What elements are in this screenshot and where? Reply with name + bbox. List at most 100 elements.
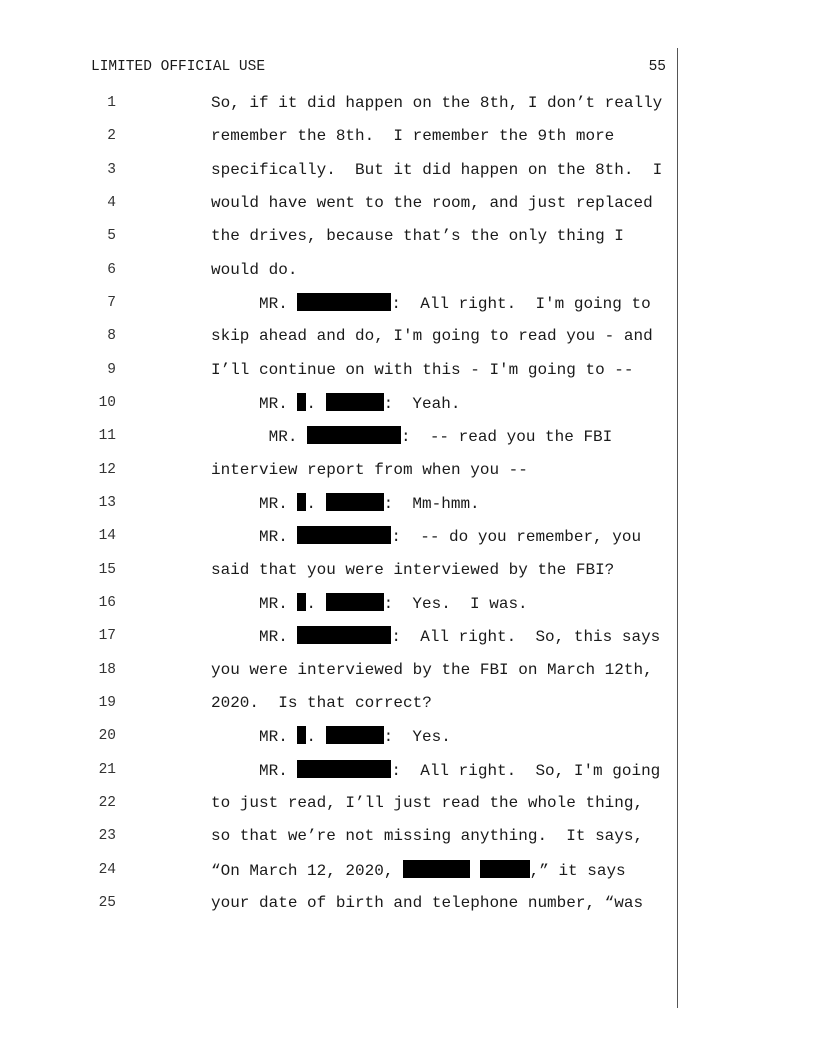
line-text: remember the 8th. I remember the 9th mor… — [211, 126, 614, 146]
text-segment: you were interviewed by the FBI on March… — [211, 660, 653, 679]
redaction-box — [297, 726, 307, 745]
line-text: would do. — [211, 260, 297, 280]
text-segment: MR. — [211, 494, 298, 513]
line-number: 3 — [107, 161, 116, 178]
line-text: specifically. But it did happen on the 8… — [211, 160, 662, 180]
text-segment: . — [306, 394, 326, 413]
redaction-box — [297, 492, 307, 511]
line-number: 11 — [98, 428, 116, 445]
line-text: 2020. Is that correct? — [211, 693, 432, 713]
line-text: would have went to the room, and just re… — [211, 193, 653, 213]
text-segment: : Yeah. — [383, 394, 461, 413]
line-number: 12 — [98, 461, 116, 478]
line-text: So, if it did happen on the 8th, I don’t… — [211, 93, 662, 113]
line-text: you were interviewed by the FBI on March… — [211, 660, 653, 680]
text-segment: : All right. So, this says — [391, 628, 661, 647]
text-segment: 2020. Is that correct? — [211, 693, 432, 712]
line-text: so that we’re not missing anything. It s… — [211, 826, 643, 846]
text-segment: your date of birth and telephone number,… — [211, 893, 644, 912]
line-text: MR. : All right. I'm going to — [211, 292, 651, 314]
line-number: 1 — [107, 95, 116, 111]
line-number: 4 — [107, 194, 116, 211]
line-text: your date of birth and telephone number,… — [211, 893, 643, 913]
text-segment: : Yes. I was. — [383, 594, 528, 613]
redaction-box — [325, 392, 384, 411]
text-segment: “On March 12, 2020, — [211, 861, 404, 880]
text-segment: said that you were interviewed by the FB… — [211, 560, 615, 579]
text-segment: so that we’re not missing anything. It s… — [211, 827, 644, 846]
text-segment: MR. — [211, 428, 308, 447]
header-classification: LIMITED OFFICIAL USE — [91, 59, 266, 75]
line-number: 2 — [107, 128, 116, 145]
text-segment: I’ll continue on with this - I'm going t… — [211, 360, 634, 379]
text-segment: MR. — [211, 294, 298, 313]
line-text: said that you were interviewed by the FB… — [211, 560, 614, 580]
text-segment: : Yes. — [383, 728, 451, 747]
margin-rule — [677, 48, 678, 1008]
line-text: MR. . : Mm-hmm. — [211, 492, 480, 514]
line-number: 19 — [98, 694, 116, 711]
text-segment: : Mm-hmm. — [383, 494, 480, 513]
page-number: 55 — [648, 59, 666, 75]
line-number: 17 — [98, 628, 116, 645]
line-number: 25 — [98, 894, 116, 911]
line-number: 15 — [98, 561, 116, 578]
text-segment: . — [306, 494, 326, 513]
text-segment: remember the 8th. I remember the 9th mor… — [211, 127, 615, 146]
text-segment: : All right. So, I'm going — [391, 761, 661, 780]
line-text: MR. . : Yes. I was. — [211, 592, 528, 614]
text-segment: specifically. But it did happen on the 8… — [211, 160, 663, 179]
text-segment: interview report from when you -- — [211, 460, 528, 479]
line-text: interview report from when you -- — [211, 460, 528, 480]
text-segment: skip ahead and do, I'm going to read you… — [211, 327, 653, 346]
text-segment: So, if it did happen on the 8th, I don’t… — [211, 94, 663, 112]
line-number: 6 — [107, 261, 116, 278]
text-segment: ,” it says — [529, 861, 626, 880]
line-number: 20 — [98, 728, 116, 745]
line-number: 21 — [98, 761, 116, 778]
redaction-box — [297, 392, 307, 411]
line-number: 13 — [98, 494, 116, 511]
line-text: skip ahead and do, I'm going to read you… — [211, 326, 653, 346]
redaction-box — [297, 292, 392, 311]
text-segment: would have went to the room, and just re… — [211, 193, 653, 212]
line-text: MR. : All right. So, I'm going — [211, 759, 661, 781]
line-text: MR. . : Yes. — [211, 726, 451, 747]
text-segment: . — [306, 594, 326, 613]
line-text: MR. . : Yeah. — [211, 392, 461, 414]
text-segment: to just read, I’ll just read the whole t… — [211, 793, 644, 812]
text-segment: : -- do you remember, you — [391, 528, 642, 547]
redaction-box — [325, 726, 384, 745]
line-text: MR. : -- do you remember, you — [211, 526, 641, 547]
line-number: 8 — [107, 328, 116, 345]
line-text: I’ll continue on with this - I'm going t… — [211, 360, 633, 380]
line-text: MR. : -- read you the FBI — [211, 426, 612, 447]
text-segment: : All right. I'm going to — [391, 294, 651, 313]
redaction-box — [403, 859, 471, 878]
redaction-box — [479, 859, 530, 878]
line-number: 5 — [107, 228, 116, 245]
redaction-box — [307, 426, 402, 445]
line-number: 22 — [98, 794, 116, 811]
text-segment: . — [306, 728, 326, 747]
text-segment: would do. — [211, 260, 298, 279]
redaction-box — [297, 526, 392, 545]
redaction-box — [325, 592, 384, 611]
text-segment: MR. — [211, 394, 298, 413]
text-segment: MR. — [211, 728, 298, 747]
text-segment: the drives, because that’s the only thin… — [211, 227, 624, 246]
line-number: 16 — [98, 594, 116, 611]
line-text: MR. : All right. So, this says — [211, 626, 660, 647]
line-number: 18 — [98, 661, 116, 678]
text-segment — [470, 862, 480, 880]
line-text: the drives, because that’s the only thin… — [211, 226, 624, 246]
line-number: 23 — [98, 828, 116, 845]
text-segment: MR. — [211, 761, 298, 780]
text-segment: MR. — [211, 628, 298, 647]
line-number: 14 — [98, 528, 116, 545]
text-segment: : -- read you the FBI — [401, 428, 613, 447]
redaction-box — [297, 592, 307, 611]
line-text: to just read, I’ll just read the whole t… — [211, 793, 643, 813]
redaction-box — [325, 492, 384, 511]
redaction-box — [297, 759, 392, 778]
